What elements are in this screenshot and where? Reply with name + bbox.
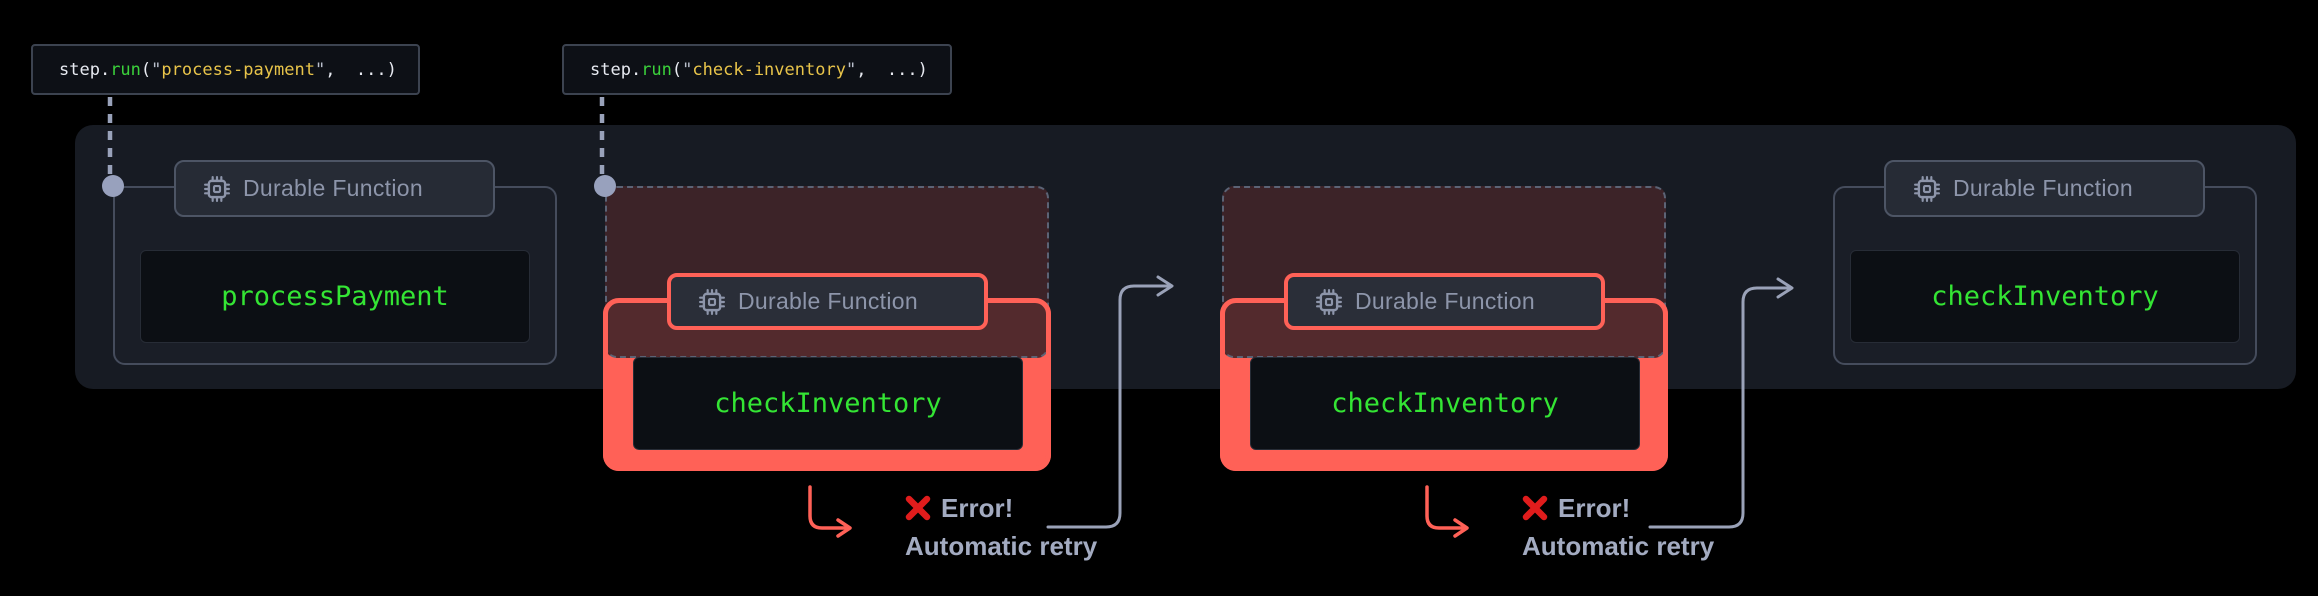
code-text: , ...: [325, 59, 387, 80]
error-text: Error!: [1558, 492, 1631, 523]
automatic-retry-text: Automatic retry: [1522, 531, 1715, 561]
function-name-box-4: checkInventory: [1850, 250, 2240, 343]
code-text: , ...: [856, 59, 918, 80]
durable-function-badge-4: Durable Function: [1884, 160, 2205, 217]
durable-function-label: Durable Function: [738, 288, 918, 314]
code-text: ": [314, 59, 326, 80]
error-arrow-1: [808, 485, 852, 538]
error-arrow-2: [1425, 485, 1469, 538]
chip-icon: [1316, 288, 1342, 315]
function-name: processPayment: [221, 281, 449, 312]
code-text: (: [671, 59, 683, 80]
error-label-2: Error! Automatic retry: [1522, 492, 1715, 562]
code-tooltip-process-payment: step.run("process-payment", ...): [31, 44, 420, 95]
error-x-icon: [905, 495, 931, 521]
code-text: ): [386, 59, 397, 80]
durable-function-label: Durable Function: [1953, 175, 2133, 201]
code-text: step.: [59, 59, 111, 80]
code-text: check-inventory: [692, 59, 846, 80]
function-name: checkInventory: [1931, 281, 2159, 312]
code-text: ": [151, 59, 162, 80]
durable-function-badge-3: Durable Function: [1284, 273, 1605, 330]
function-name-box-2: checkInventory: [633, 357, 1023, 450]
function-name-box-1: processPayment: [140, 250, 530, 343]
code-text: run: [641, 59, 672, 80]
chip-icon: [204, 175, 230, 202]
chip-icon: [699, 288, 725, 315]
durable-function-label: Durable Function: [1355, 288, 1535, 314]
code-text: process-payment: [161, 59, 315, 80]
function-name: checkInventory: [714, 388, 942, 419]
durable-function-label: Durable Function: [243, 175, 423, 201]
durable-function-badge-2: Durable Function: [667, 273, 988, 330]
code-text: (: [140, 59, 152, 80]
error-text: Error!: [941, 492, 1014, 523]
error-label-1: Error! Automatic retry: [905, 492, 1098, 562]
code-tooltip-check-inventory: step.run("check-inventory", ...): [562, 44, 952, 95]
code-text: ": [845, 59, 857, 80]
code-text: step.: [590, 59, 642, 80]
durable-function-badge-1: Durable Function: [174, 160, 495, 217]
code-text: ): [917, 59, 928, 80]
function-name-box-3: checkInventory: [1250, 357, 1640, 450]
code-text: ": [682, 59, 693, 80]
automatic-retry-text: Automatic retry: [905, 531, 1098, 561]
chip-icon: [1914, 175, 1940, 202]
error-x-icon: [1522, 495, 1548, 521]
code-text: run: [110, 59, 141, 80]
function-name: checkInventory: [1331, 388, 1559, 419]
